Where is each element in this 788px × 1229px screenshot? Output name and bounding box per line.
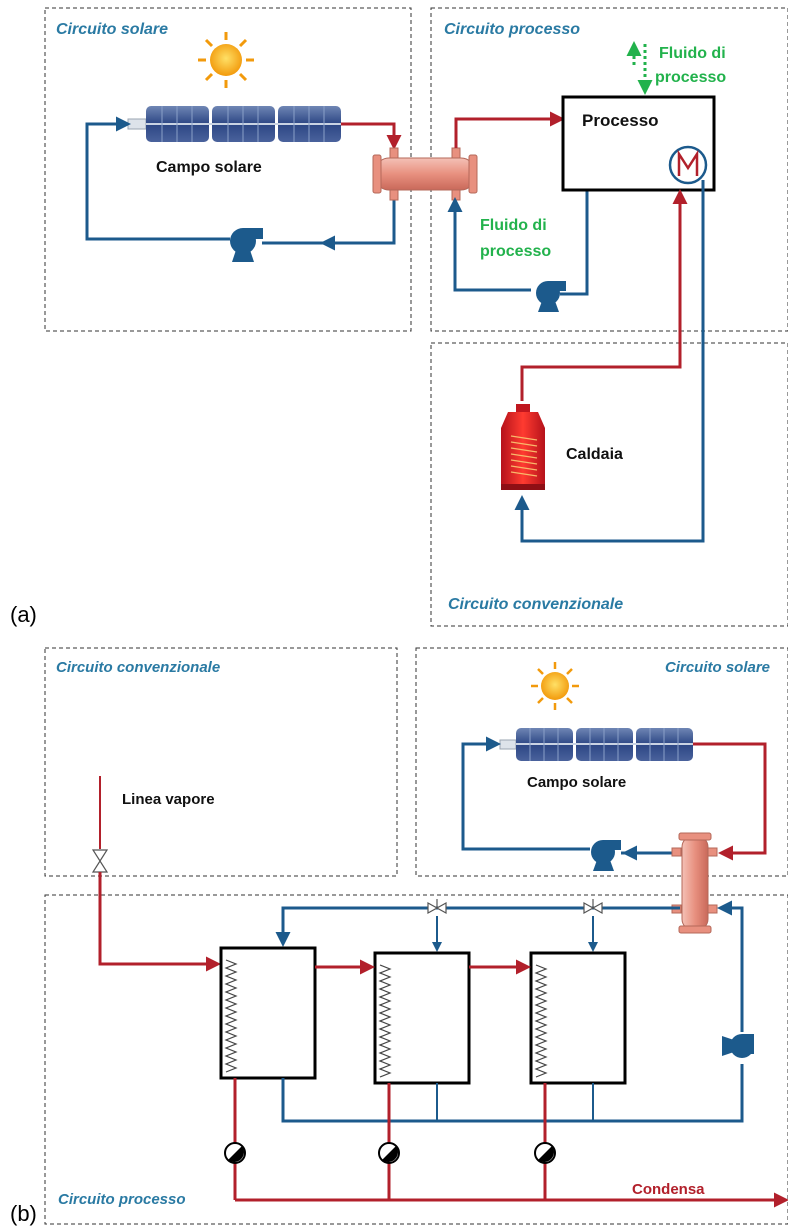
steam-trap-icon-3 bbox=[534, 1142, 556, 1164]
steam-line-label: Linea vapore bbox=[122, 791, 215, 808]
heat-exchanger-icon-a bbox=[372, 147, 478, 201]
solar-collector-field-icon bbox=[127, 106, 341, 142]
sun-icon bbox=[198, 32, 254, 88]
diagram-b: Circuito convenzionale Circuito solare C… bbox=[10, 647, 788, 1226]
process-fluid-label-1: Fluido di bbox=[480, 217, 547, 234]
solar-pump-icon-a bbox=[230, 228, 263, 262]
solar-hot-pipe-b bbox=[693, 742, 767, 861]
process-tank-1 bbox=[219, 946, 317, 1080]
process-pump-icon-a bbox=[536, 281, 566, 312]
process-tank-3 bbox=[529, 951, 627, 1085]
solar-field-label-b: Campo solare bbox=[527, 774, 626, 791]
process-cold-pipe-a bbox=[447, 197, 531, 292]
steam-trap-icon-1 bbox=[224, 1142, 246, 1164]
process-label: Processo bbox=[582, 111, 659, 130]
distribution-header-pipe bbox=[275, 906, 680, 947]
steam-feed-pipe bbox=[98, 872, 221, 972]
solar-cold-pipe-a bbox=[85, 116, 230, 241]
solar-return-pipe-a bbox=[320, 195, 396, 251]
boiler-label: Caldaia bbox=[566, 446, 623, 463]
condensate-label: Condensa bbox=[632, 1181, 705, 1198]
conventional-circuit-label-b: Circuito convenzionale bbox=[56, 659, 220, 676]
solar-circuit-box-b bbox=[415, 647, 788, 877]
process-circuit-box-b bbox=[44, 894, 788, 1225]
heat-exchanger-icon-b bbox=[671, 832, 718, 934]
process-fluid-label-2: processo bbox=[480, 243, 551, 260]
boiler-hot-pipe-a bbox=[520, 189, 688, 401]
diagram-a: Circuito solare Circuito processo Circui… bbox=[10, 7, 788, 627]
process-fluid-top-label-1: Fluido di bbox=[659, 45, 726, 62]
boiler-icon bbox=[501, 404, 545, 490]
process-fluid-top-label-2: processo bbox=[655, 69, 726, 86]
process-return-pipe-a bbox=[560, 190, 589, 296]
solar-collector-field-icon-b bbox=[499, 728, 693, 761]
sun-icon-b bbox=[531, 662, 579, 710]
return-collector-pipe bbox=[281, 1064, 744, 1123]
boiler-cold-pipe-a bbox=[514, 180, 705, 543]
process-tank-2 bbox=[373, 951, 471, 1085]
process-pump-icon-b bbox=[722, 1034, 754, 1058]
process-circuit-label-b: Circuito processo bbox=[58, 1191, 186, 1208]
heat-exchanger-coil-icon bbox=[668, 145, 708, 185]
process-circuit-label-a: Circuito processo bbox=[444, 21, 580, 38]
solar-circuit-label-a: Circuito solare bbox=[56, 21, 168, 38]
solar-pump-icon-b bbox=[591, 840, 621, 871]
conventional-circuit-box-b bbox=[44, 647, 398, 877]
steam-valve-icon bbox=[91, 849, 109, 873]
panel-label-b: (b) bbox=[10, 1201, 37, 1226]
conventional-circuit-label-a: Circuito convenzionale bbox=[448, 596, 623, 613]
solar-cold-pipe-b bbox=[461, 736, 590, 851]
solar-field-label-a: Campo solare bbox=[156, 159, 262, 176]
valve-icon-1 bbox=[427, 899, 447, 915]
conventional-circuit-box-a bbox=[430, 342, 788, 627]
solar-hot-pipe-a bbox=[341, 122, 402, 150]
valve-icon-2 bbox=[583, 899, 603, 915]
process-hot-pipe-a bbox=[454, 111, 565, 148]
steam-trap-icon-2 bbox=[378, 1142, 400, 1164]
panel-label-a: (a) bbox=[10, 602, 37, 627]
return-riser-pipe bbox=[717, 900, 744, 1032]
process-unit-box bbox=[561, 95, 716, 192]
solar-circuit-label-b: Circuito solare bbox=[665, 659, 770, 676]
